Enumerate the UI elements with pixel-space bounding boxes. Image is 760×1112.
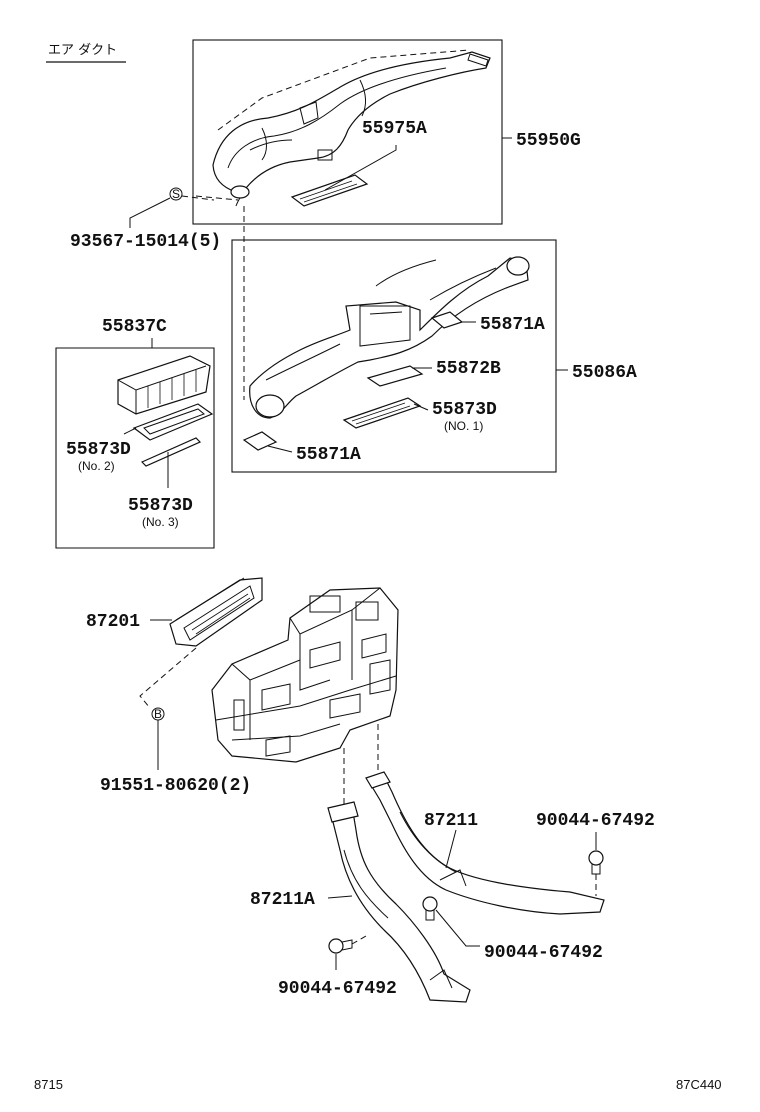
seal-55873D-no3 — [140, 437, 202, 467]
gasket-55975A — [290, 174, 369, 207]
center-air-duct — [249, 256, 530, 419]
footer-right: 87C440 — [676, 1077, 722, 1092]
footer-left: 8715 — [34, 1077, 63, 1092]
heater-ac-unit — [211, 587, 399, 763]
group-box-55086A — [231, 239, 557, 473]
side-register-55837C — [117, 355, 211, 415]
rear-duct-87211 — [365, 771, 605, 915]
dash-screw-link — [181, 195, 215, 201]
label-55871A-top: 55871A — [480, 315, 545, 335]
dash-87201-link — [139, 647, 197, 709]
upper-defroster-duct — [195, 49, 491, 207]
label-87211: 87211 — [424, 811, 478, 831]
label-55837C: 55837C — [102, 317, 167, 337]
group-box-55837C — [55, 347, 215, 549]
rear-duct-87211A — [327, 801, 471, 1003]
label-90044-b: 90044-67492 — [484, 943, 603, 963]
leader-55873D-no2 — [123, 427, 137, 435]
leader-90044-b — [435, 909, 480, 947]
diagram-title: エア ダクト — [48, 43, 117, 58]
seal-55873D-no1 — [342, 397, 422, 429]
pad-55871A-bottom — [242, 431, 278, 451]
sublabel-55873D-no2: (No. 2) — [78, 459, 115, 473]
marker-s-circle — [169, 187, 183, 201]
label-87211A: 87211A — [250, 890, 315, 910]
clip-90044-c — [328, 935, 367, 954]
label-90044-c: 90044-67492 — [278, 979, 397, 999]
label-55975A: 55975A — [362, 119, 427, 139]
leader-55975A — [324, 145, 397, 191]
label-90044-a: 90044-67492 — [536, 811, 655, 831]
sublabel-55873D-no3: (No. 3) — [142, 515, 179, 529]
leader-55871A-bottom — [267, 445, 293, 453]
leader-87211 — [445, 829, 457, 869]
label-55873D-no3: 55873D — [128, 496, 193, 516]
leader-93567 — [129, 197, 171, 228]
label-93567: 93567-15014(5) — [70, 232, 221, 252]
clip-90044-a — [588, 850, 604, 896]
marker-b: B — [154, 707, 162, 721]
label-91551: 91551-80620(2) — [100, 776, 251, 796]
label-55871A-bottom: 55871A — [296, 445, 361, 465]
clip-90044-b — [422, 896, 438, 921]
label-55873D-no2: 55873D — [66, 440, 131, 460]
leader-55873D-no1 — [413, 403, 429, 411]
label-55950G: 55950G — [516, 131, 581, 151]
label-55086A: 55086A — [572, 363, 637, 383]
marker-s: S — [172, 187, 180, 201]
label-55872B: 55872B — [436, 359, 501, 379]
label-87201: 87201 — [86, 612, 140, 632]
label-55873D-no1: 55873D — [432, 400, 497, 420]
pad-55872B — [366, 365, 424, 387]
sublabel-55873D-no1: (NO. 1) — [444, 419, 483, 433]
seal-55873D-no2 — [132, 403, 214, 441]
air-filter-case-87201 — [169, 577, 263, 647]
leader-87211A — [327, 895, 353, 899]
group-box-55950G — [192, 39, 503, 225]
